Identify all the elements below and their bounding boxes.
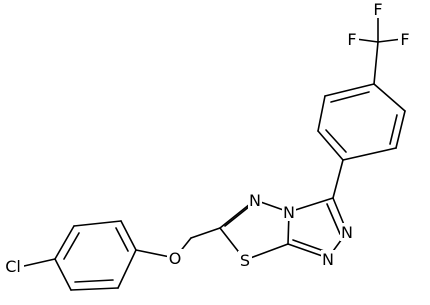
atom-labels: F F F N N N N S O Cl — [2, 0, 412, 276]
bond-aryl2-5-inner — [74, 279, 114, 283]
bond-thia-n-c6-inner — [224, 205, 251, 227]
atom-o: O — [169, 249, 182, 268]
atom-n-triazole-lower: N — [322, 250, 334, 269]
bond-c-f-left — [355, 38, 379, 43]
bond-triazole-n-c-inner — [292, 239, 325, 252]
bond-aryl-triazole — [332, 159, 344, 199]
bond-thia-s-c — [244, 243, 289, 261]
bond-aryl-cl — [23, 258, 56, 267]
bond-aryl2-3 — [54, 225, 75, 260]
bond-aryl1-6 — [324, 83, 375, 97]
bond-aryl1-3 — [342, 147, 397, 161]
atom-f-top: F — [373, 0, 382, 19]
atom-n-triazole-upper: N — [341, 223, 353, 242]
bond-aryl1-2 — [395, 110, 406, 149]
bond-triazole-c3-n-inner — [326, 203, 341, 235]
bond-aryl1-5 — [317, 95, 326, 132]
bond-lines — [23, 13, 406, 291]
bond-aryl2-3-inner — [63, 232, 80, 260]
bond-aryl1-6-inner — [330, 91, 370, 103]
bond-aryl2-2 — [73, 220, 122, 227]
bond-aryl1-1 — [373, 83, 406, 112]
atom-s: S — [240, 251, 250, 270]
bond-aryl2-1 — [120, 220, 137, 251]
bond-aryl1-2-inner — [389, 114, 398, 145]
atom-f-right: F — [400, 30, 409, 49]
atom-n-fused: N — [283, 203, 295, 222]
bond-aryl1-4-inner — [325, 129, 347, 153]
bond-aryl2-1-inner — [115, 227, 129, 252]
bond-aryl2-6 — [117, 249, 137, 289]
bond-aryl1-4 — [317, 130, 344, 161]
bond-cf3-aryl — [373, 41, 379, 85]
bond-aryl2-5 — [70, 287, 119, 291]
atom-n-thiadiazole: N — [249, 191, 261, 210]
bond-aryl2-4 — [54, 258, 72, 291]
atom-f-left: F — [347, 30, 356, 49]
atom-cl: Cl — [5, 257, 21, 276]
bond-c6-ch2 — [190, 227, 221, 239]
bond-triazole-nfused-c3 — [288, 197, 334, 213]
